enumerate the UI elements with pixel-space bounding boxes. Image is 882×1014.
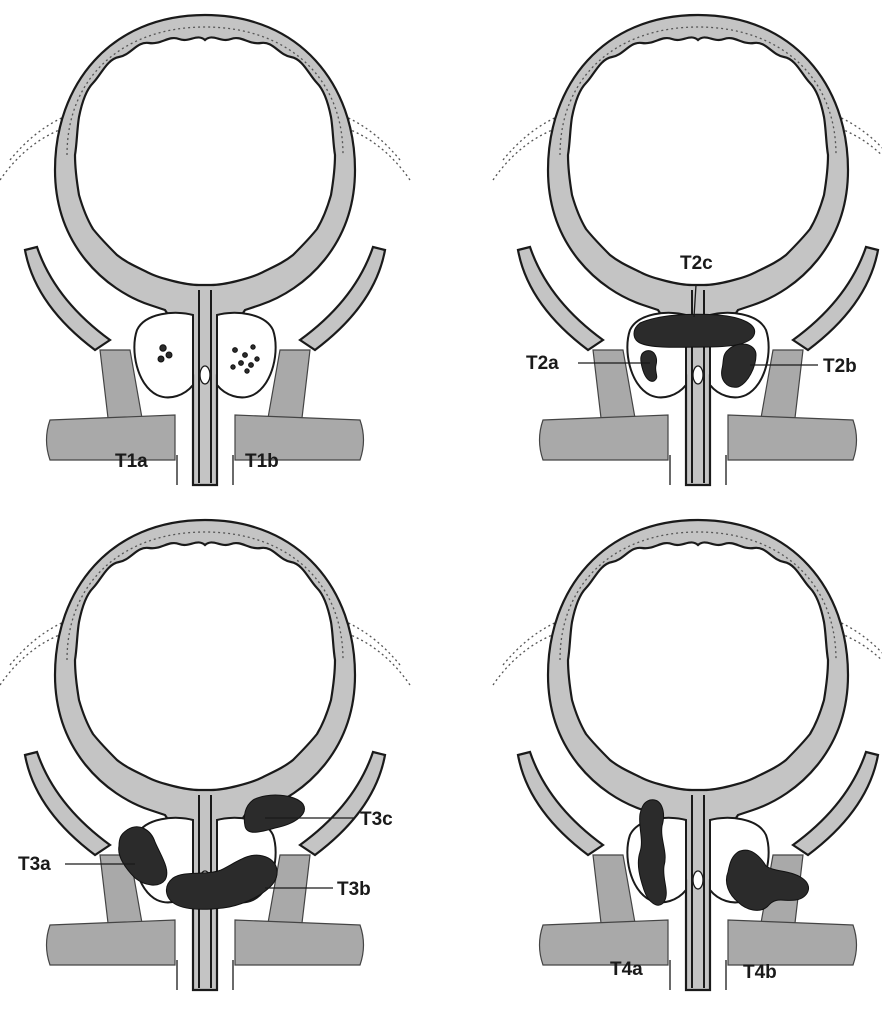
label-t2a: T2a xyxy=(526,353,559,374)
panel-t1: T1a T1b xyxy=(0,15,410,485)
label-t1a: T1a xyxy=(115,451,148,472)
label-t2c: T2c xyxy=(680,253,713,274)
label-t2b: T2b xyxy=(823,356,857,377)
label-t4b: T4b xyxy=(743,962,777,983)
panel-t2: T2c T2a T2b xyxy=(493,15,882,485)
panel-t3: T3c T3a T3b xyxy=(0,520,410,990)
label-t1b: T1b xyxy=(245,451,279,472)
t3c-tumor xyxy=(244,795,304,832)
label-t3b: T3b xyxy=(337,879,371,900)
label-t4a: T4a xyxy=(610,959,643,980)
t2c-tumor xyxy=(634,314,755,347)
panel-t4: T4a T4b xyxy=(493,520,882,990)
label-t3c: T3c xyxy=(360,809,393,830)
label-t3a: T3a xyxy=(18,854,51,875)
